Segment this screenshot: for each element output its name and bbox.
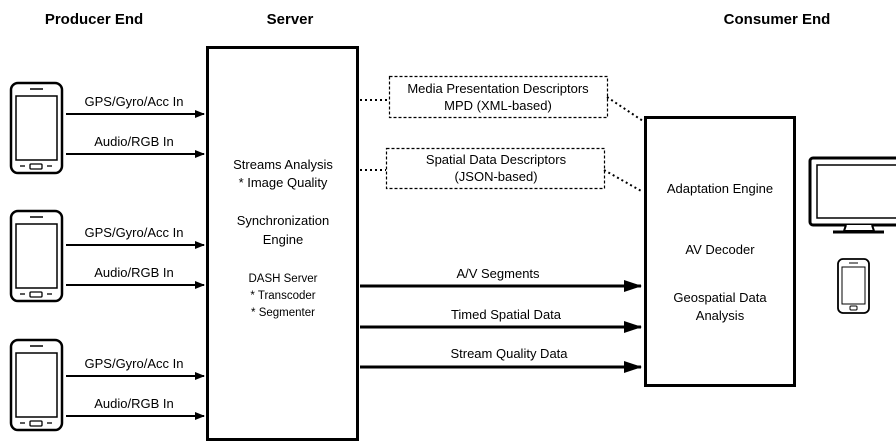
sensor-input-label: GPS/Gyro/Acc In [85, 356, 184, 371]
media-input-label: Audio/RGB In [94, 396, 174, 411]
media-input-label: Audio/RGB In [94, 134, 174, 149]
consumer-box [644, 116, 796, 387]
phone-icon [9, 209, 64, 303]
spatial-title: Spatial Data Descriptors [426, 152, 567, 167]
stream-quality-label: Stream Quality Data [450, 346, 568, 361]
producer-end-header: Producer End [45, 11, 143, 28]
geospatial-label: Geospatial Data [673, 290, 767, 305]
sensor-input-label: GPS/Gyro/Acc In [85, 225, 184, 240]
timed-spatial-label: Timed Spatial Data [451, 307, 562, 322]
transcoder-label: * Transcoder [250, 290, 315, 302]
av-segments-label: A/V Segments [456, 266, 540, 281]
phone-icon [9, 338, 64, 432]
phone-icon [837, 258, 870, 314]
adaptation-engine-label: Adaptation Engine [667, 181, 773, 196]
image-quality-label: * Image Quality [239, 175, 328, 190]
engine-label: Engine [263, 232, 303, 247]
av-decoder-label: AV Decoder [685, 242, 755, 257]
spatial-connector-right [603, 169, 644, 193]
media-input-label: Audio/RGB In [94, 265, 174, 280]
mpd-descriptor-box [388, 75, 609, 119]
sensor-input-label: GPS/Gyro/Acc In [85, 94, 184, 109]
mpd-title: Media Presentation Descriptors [407, 81, 589, 96]
segmenter-label: * Segmenter [251, 307, 315, 319]
dash-server-label: DASH Server [248, 273, 317, 285]
spatial-subtitle: (JSON-based) [454, 169, 537, 184]
server-box [206, 46, 359, 441]
synchronization-label: Synchronization [237, 213, 330, 228]
server-header: Server [267, 11, 314, 28]
consumer-end-header: Consumer End [724, 11, 831, 28]
mpd-subtitle: MPD (XML-based) [444, 98, 552, 113]
streams-analysis-label: Streams Analysis [233, 157, 333, 172]
spatial-descriptor-box [385, 147, 606, 190]
analysis-label: Analysis [696, 308, 745, 323]
monitor-icon [808, 156, 896, 234]
mpd-connector-right [606, 96, 644, 122]
phone-icon [9, 81, 64, 175]
